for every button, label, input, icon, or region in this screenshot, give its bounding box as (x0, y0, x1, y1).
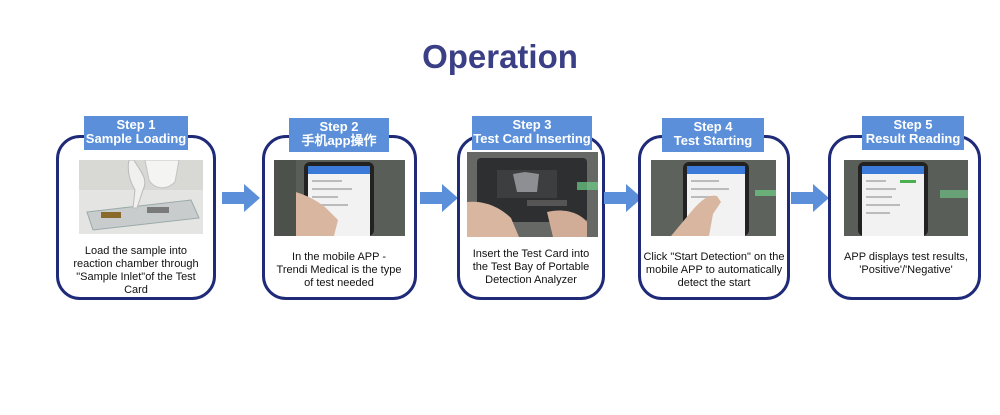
arrow-right-icon (791, 184, 829, 212)
step-label-3: Step 3 Test Card Inserting (472, 116, 592, 150)
step-name: Test Starting (673, 133, 753, 148)
step-number: Step 2 (319, 119, 359, 134)
step-number: Step 4 (693, 119, 733, 134)
step-description-4: Click "Start Detection" on the mobile AP… (643, 251, 785, 289)
step-description-3: Insert the Test Card into the Test Bay o… (472, 248, 590, 286)
step-photo-1 (79, 160, 203, 234)
step-name: Sample Loading (85, 131, 187, 146)
step-number: Step 5 (893, 117, 933, 132)
arrow-right-icon (222, 184, 260, 212)
step-label-1: Step 1 Sample Loading (84, 116, 188, 150)
step-name: 手机app操作 (301, 133, 377, 148)
step-label-4: Step 4 Test Starting (662, 118, 764, 152)
step-description-1: Load the sample into reaction chamber th… (73, 245, 199, 296)
step-number: Step 1 (116, 117, 156, 132)
step-description-2: In the mobile APP - Trendi Medical is th… (276, 251, 402, 289)
step-photo-2 (274, 160, 405, 236)
step-photo-4 (651, 160, 776, 236)
step-label-2: Step 2 手机app操作 (289, 118, 389, 152)
step-number: Step 3 (512, 117, 552, 132)
step-photo-5 (844, 160, 968, 236)
step-photo-3 (467, 152, 598, 237)
step-name: Result Reading (865, 131, 961, 146)
page-title: Operation (422, 38, 578, 75)
arrow-right-icon (604, 184, 642, 212)
arrow-right-icon (420, 184, 458, 212)
step-label-5: Step 5 Result Reading (862, 116, 964, 150)
step-name: Test Card Inserting (473, 131, 591, 146)
step-description-5: APP displays test results, 'Positive'/'N… (844, 251, 968, 276)
